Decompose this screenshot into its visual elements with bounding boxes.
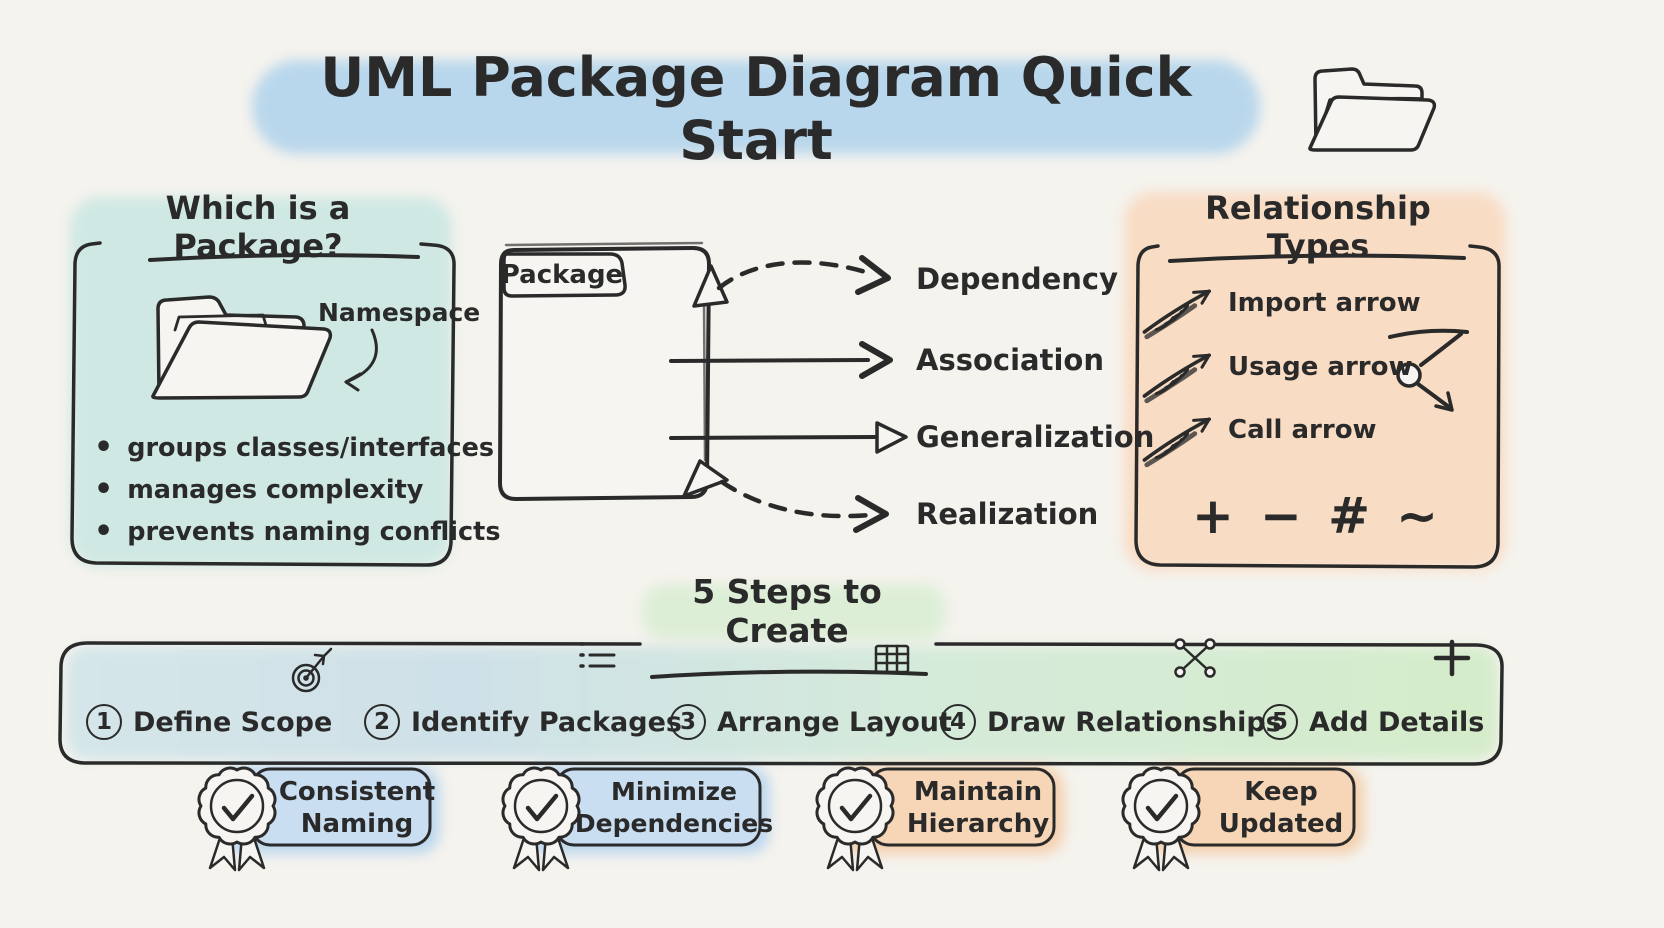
package-label: Package (500, 260, 624, 290)
generalization-arrow (669, 421, 908, 454)
badge-line: Consistent (278, 777, 436, 807)
badge-line: Naming (300, 809, 414, 839)
steps-title-wash (642, 584, 946, 640)
step-number: 3 (670, 704, 706, 740)
visibility-symbol: # (1328, 487, 1370, 545)
visibility-symbol: ~ (1396, 487, 1438, 545)
association-arrow (669, 341, 893, 379)
right-panel-item: Usage arrow (1228, 352, 1413, 382)
bullet-text: manages complexity (127, 475, 424, 505)
badge-label: Maintain Hierarchy (902, 775, 1054, 841)
step-label: Identify Packages (411, 706, 682, 738)
step-label: Add Details (1309, 706, 1485, 738)
namespace-label: Namespace (318, 298, 481, 327)
step-number: 5 (1262, 704, 1298, 740)
title-highlight-wash (252, 60, 1260, 154)
right-panel-item: Import arrow (1228, 288, 1421, 318)
visibility-symbol: + (1192, 487, 1234, 545)
bullet-text: groups classes/interfaces (127, 433, 495, 463)
dependency-arrow (716, 255, 891, 295)
step-number: 1 (86, 704, 122, 740)
badge-label: Keep Updated (1208, 775, 1354, 841)
step-label: Arrange Layout (717, 706, 952, 738)
left-panel-title: Which is a Package? (165, 189, 351, 265)
badge-line: Updated (1218, 809, 1344, 839)
right-panel-title: Relationship Types (1205, 189, 1431, 265)
bullet-dot: • (94, 514, 114, 549)
relationship-label: Realization (916, 497, 1099, 531)
badge-line: Hierarchy (906, 809, 1050, 839)
relationship-label: Dependency (916, 262, 1118, 296)
step-label: Define Scope (133, 706, 333, 738)
badge-line: Maintain (913, 777, 1043, 807)
relationship-label: Generalization (916, 420, 1155, 454)
badge-label: Consistent Naming (279, 775, 435, 841)
realization-arrow (719, 479, 889, 533)
visibility-symbol: − (1260, 487, 1302, 545)
step-item: 5 Add Details (1262, 700, 1484, 744)
step-number: 4 (940, 704, 976, 740)
badge-label: Minimize Dependencies (575, 775, 773, 841)
page-title: UML Package Diagram Quick Start (320, 46, 1192, 172)
badge-line: Minimize (611, 777, 737, 806)
folder-icon (1308, 67, 1437, 152)
badge-line: Dependencies (574, 809, 774, 838)
visibility-symbols: + − # ~ (1192, 486, 1438, 546)
step-item: 2 Identify Packages (364, 700, 682, 744)
bullet-item: • prevents naming conflicts (94, 512, 501, 552)
bullet-dot: • (94, 430, 114, 465)
step-item: 1 Define Scope (86, 700, 332, 744)
relationship-label: Association (916, 343, 1104, 377)
bullet-item: • manages complexity (94, 470, 423, 510)
steps-title: 5 Steps to Create (692, 572, 882, 650)
bullet-dot: • (94, 472, 114, 507)
step-number: 2 (364, 704, 400, 740)
bullet-item: • groups classes/interfaces (94, 428, 494, 468)
right-panel-item: Call arrow (1228, 415, 1377, 445)
bullet-text: prevents naming conflicts (127, 517, 501, 547)
step-label: Draw Relationships (987, 706, 1282, 738)
badge-line: Keep (1244, 777, 1318, 807)
step-item: 4 Draw Relationships (940, 700, 1282, 744)
step-item: 3 Arrange Layout (670, 700, 952, 744)
